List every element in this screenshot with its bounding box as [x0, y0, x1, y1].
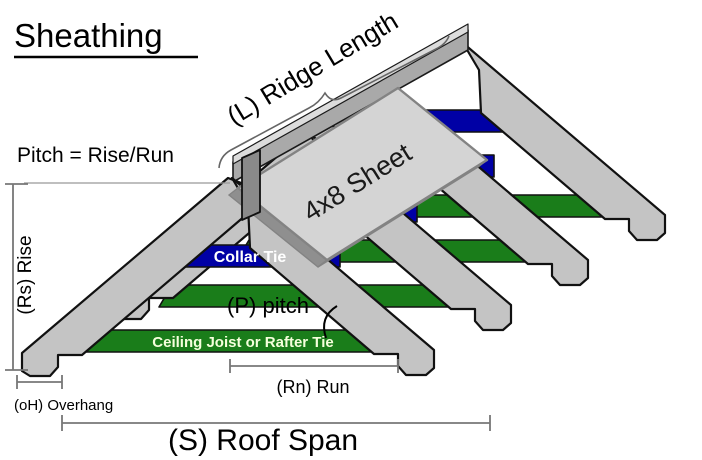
pitch-angle-arc	[323, 305, 338, 339]
ridge-length-brace	[218, 35, 450, 169]
sheet-panel	[236, 86, 489, 262]
collar-tie-label: Collar Tie	[214, 249, 287, 266]
rise-label: (Rs) Rise	[15, 235, 36, 314]
overhang-label: (oH) Overhang	[14, 397, 113, 414]
ceiling-joist-label: Ceiling Joist or Rafter Tie	[152, 334, 333, 351]
pitch-formula-label: Pitch = Rise/Run	[17, 144, 174, 167]
ridge-board-end-face	[241, 149, 261, 221]
roof-span-label: (S) Roof Span	[168, 424, 358, 457]
run-label: (Rn) Run	[276, 377, 349, 397]
pitch-label: (P) pitch	[227, 293, 309, 318]
rafter-right-4	[461, 41, 667, 242]
page-title: Sheathing	[14, 17, 163, 54]
